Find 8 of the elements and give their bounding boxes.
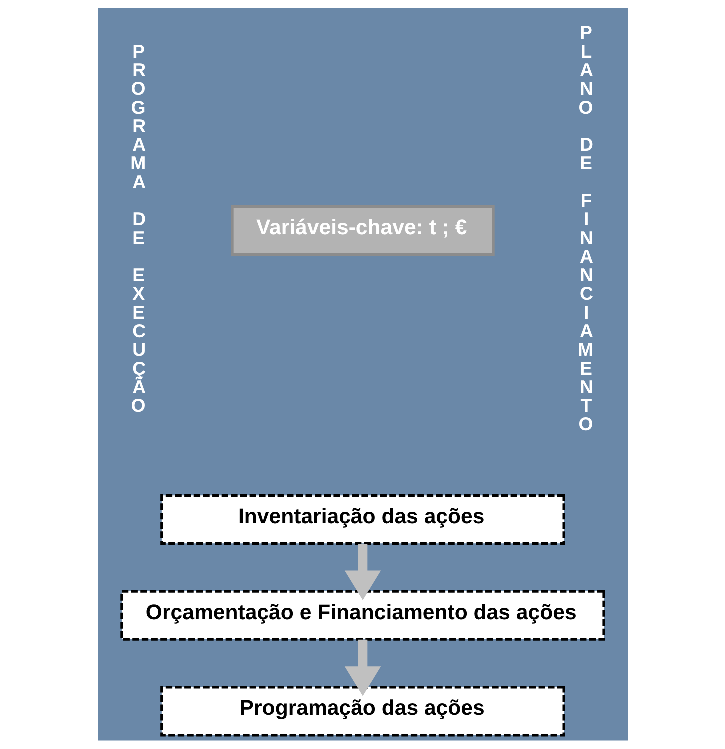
node-box: Orçamentação e Financiamento das ações bbox=[120, 590, 605, 641]
node-box: Programação das ações bbox=[160, 686, 565, 737]
arrow bbox=[344, 544, 381, 600]
arrow bbox=[344, 640, 381, 696]
label: PROGRAMA DE EXECUÇÃO bbox=[130, 40, 146, 416]
node-box: Variáveis-chave: t ; € bbox=[230, 205, 494, 256]
label: PLANO DE FINANCIAMENTO bbox=[578, 22, 594, 435]
node-box: Inventariação das ações bbox=[160, 494, 565, 545]
